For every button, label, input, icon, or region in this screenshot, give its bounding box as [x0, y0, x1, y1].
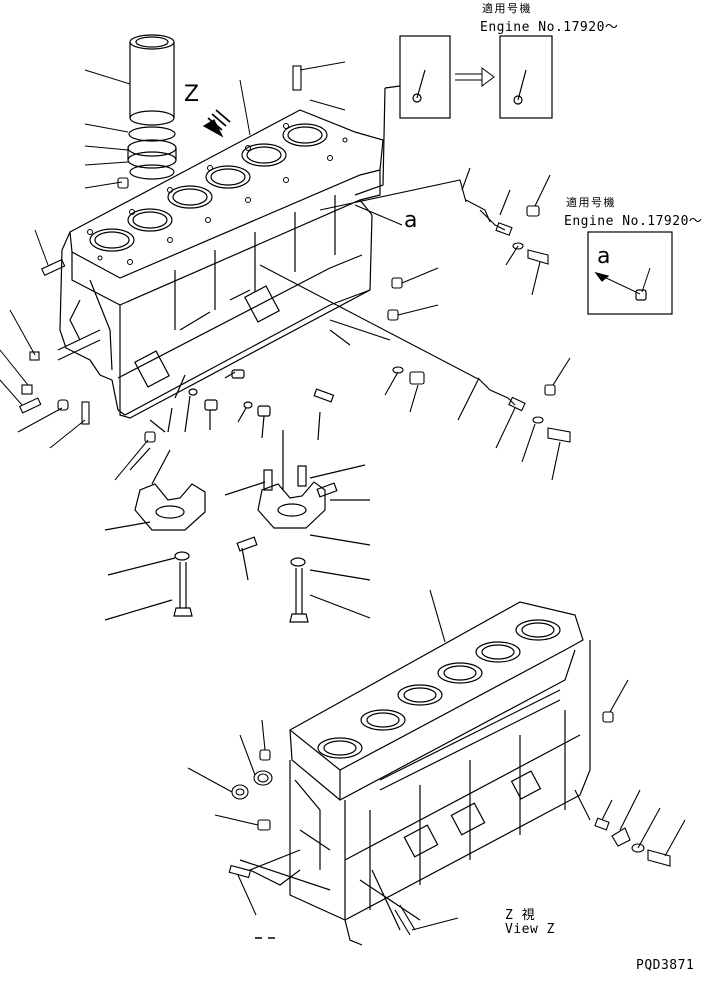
view-z-arrow — [202, 109, 231, 138]
engine-block-top — [59, 109, 384, 419]
view-z-title-jp: Z 視 — [505, 908, 536, 923]
view-z-title-en: View Z — [505, 922, 555, 937]
detail-box-right — [587, 231, 673, 315]
main-bearing-caps — [104, 369, 371, 623]
leader-lines-top — [0, 61, 346, 481]
detail-box-top — [354, 35, 553, 196]
oil-jet-parts-upper — [319, 167, 551, 321]
engine-number-label-right: Engine No.17920～ — [564, 214, 703, 229]
small-parts-top-left — [18, 65, 302, 443]
drawing-code: PQD3871 — [636, 958, 695, 973]
cylinder-liner — [127, 34, 177, 180]
bottom-block-parts — [187, 589, 686, 939]
applicable-label-top: 適用号機 — [482, 2, 532, 15]
engine-block-view-z — [239, 601, 591, 946]
oil-jet-parts-lower — [259, 264, 571, 481]
engine-number-label-top: Engine No.17920～ — [480, 20, 619, 35]
detail-a-box-marker: a — [597, 244, 611, 269]
view-z-marker: Z — [184, 82, 200, 107]
applicable-label-right: 適用号機 — [566, 196, 616, 209]
detail-a-marker: a — [404, 208, 418, 233]
